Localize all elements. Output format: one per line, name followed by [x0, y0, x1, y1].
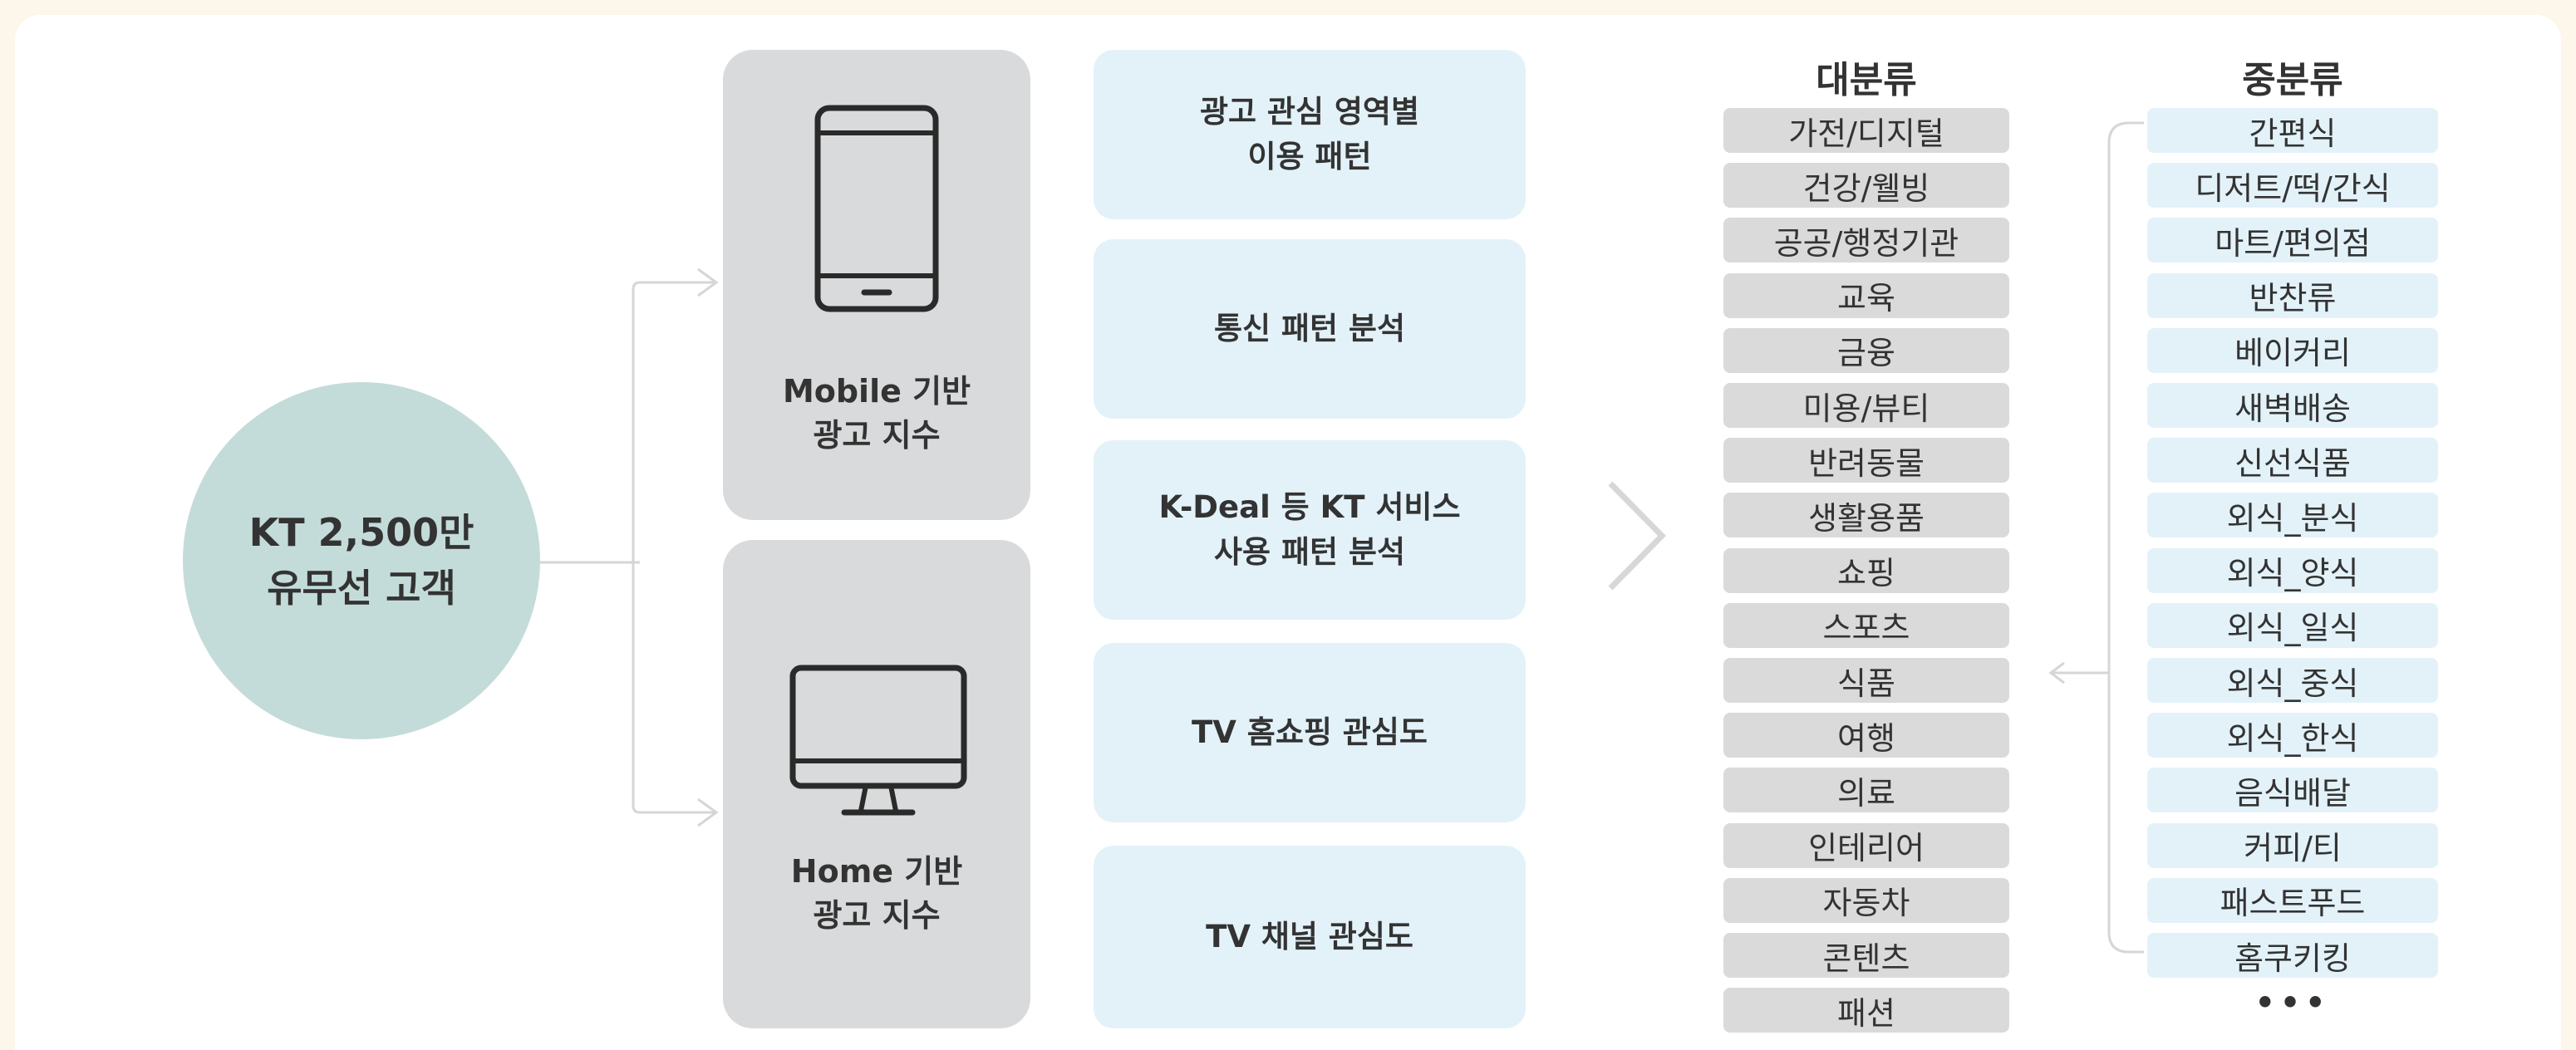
- branch-connector: [632, 281, 656, 814]
- major-category-item: 금융: [1723, 327, 2009, 373]
- middle-category-item: 홈쿠키킹: [2147, 933, 2438, 978]
- middle-category-item: 반찬류: [2147, 272, 2438, 318]
- analysis-line: 사용 패턴 분석: [1213, 534, 1405, 570]
- middle-category-item: 외식_일식: [2147, 602, 2438, 648]
- middle-category-item: 외식_분식: [2147, 493, 2438, 538]
- major-category-item: 건강/웰빙: [1723, 163, 2009, 209]
- major-category-item: 미용/뷰티: [1723, 383, 2009, 428]
- home-label-line2: 광고 지수: [813, 897, 941, 934]
- major-category-item: 인테리어: [1723, 822, 2009, 868]
- middle-category-item: 외식_중식: [2147, 658, 2438, 703]
- customer-line1: KT 2,500만: [248, 510, 474, 556]
- analysis-box-kdeal: K-Deal 등 KT 서비스 사용 패턴 분석: [1094, 440, 1526, 620]
- customer-circle: KT 2,500만 유무선 고객: [183, 382, 540, 739]
- analysis-box-telecom: 통신 패턴 분석: [1094, 239, 1526, 419]
- chevron-right-icon: [1608, 481, 1666, 591]
- major-category-item: 가전/디지털: [1723, 108, 2009, 153]
- major-category-item: 쇼핑: [1723, 547, 2009, 593]
- major-category-item: 여행: [1723, 713, 2009, 758]
- mobile-label: Mobile 기반 광고 지수: [723, 364, 1030, 464]
- analysis-box-tv-shopping: TV 홈쇼핑 관심도: [1094, 643, 1526, 822]
- middle-category-item: 간편식: [2147, 108, 2438, 153]
- analysis-line: 광고 관심 영역별: [1199, 94, 1420, 130]
- customer-line2: 유무선 고객: [267, 566, 456, 611]
- middle-category-item: 마트/편의점: [2147, 218, 2438, 263]
- analysis-line: TV 채널 관심도: [1206, 919, 1413, 955]
- middle-category-item: 베이커리: [2147, 327, 2438, 373]
- major-category-item: 스포츠: [1723, 602, 2009, 648]
- major-category-item: 의료: [1723, 768, 2009, 813]
- middle-category-header: 중분류: [2242, 59, 2343, 101]
- more-ellipsis: •••: [2254, 984, 2331, 1021]
- middle-category-item: 패스트푸드: [2147, 877, 2438, 923]
- major-category-item: 콘텐츠: [1723, 933, 2009, 978]
- middle-category-item: 커피/티: [2147, 822, 2438, 868]
- analysis-line: 이용 패턴: [1247, 139, 1372, 174]
- subcategory-bracket: [2107, 121, 2144, 954]
- middle-category-item: 새벽배송: [2147, 383, 2438, 428]
- mobile-label-line2: 광고 지수: [813, 417, 941, 454]
- major-category-header: 대분류: [1816, 59, 1917, 101]
- major-category-item: 생활용품: [1723, 493, 2009, 538]
- home-label-line1: Home 기반: [790, 852, 963, 890]
- middle-category-item: 신선식품: [2147, 438, 2438, 483]
- left-arrow-icon: [2048, 661, 2065, 684]
- major-category-item: 교육: [1723, 272, 2009, 318]
- analysis-box-ad-interest: 광고 관심 영역별 이용 패턴: [1094, 50, 1526, 219]
- analysis-box-tv-channel: TV 채널 관심도: [1094, 846, 1526, 1028]
- smartphone-icon: [814, 105, 939, 312]
- major-category-item: 패션: [1723, 988, 2009, 1033]
- monitor-icon: [789, 665, 967, 816]
- middle-category-item: 음식배달: [2147, 768, 2438, 813]
- home-panel: Home 기반 광고 지수: [723, 540, 1030, 1028]
- middle-category-item: 외식_양식: [2147, 547, 2438, 593]
- major-category-item: 자동차: [1723, 877, 2009, 923]
- analysis-line: 통신 패턴 분석: [1213, 311, 1405, 347]
- analysis-line: TV 홈쇼핑 관심도: [1192, 714, 1428, 751]
- home-label: Home 기반 광고 지수: [723, 844, 1030, 944]
- middle-category-item: 외식_한식: [2147, 713, 2438, 758]
- mobile-panel: Mobile 기반 광고 지수: [723, 50, 1030, 520]
- analysis-line: K-Deal 등 KT 서비스: [1158, 489, 1461, 526]
- major-category-item: 공공/행정기관: [1723, 218, 2009, 263]
- major-category-item: 반려동물: [1723, 438, 2009, 483]
- mobile-label-line1: Mobile 기반: [782, 372, 971, 410]
- middle-category-item: 디저트/떡/간식: [2147, 163, 2438, 209]
- major-category-item: 식품: [1723, 658, 2009, 703]
